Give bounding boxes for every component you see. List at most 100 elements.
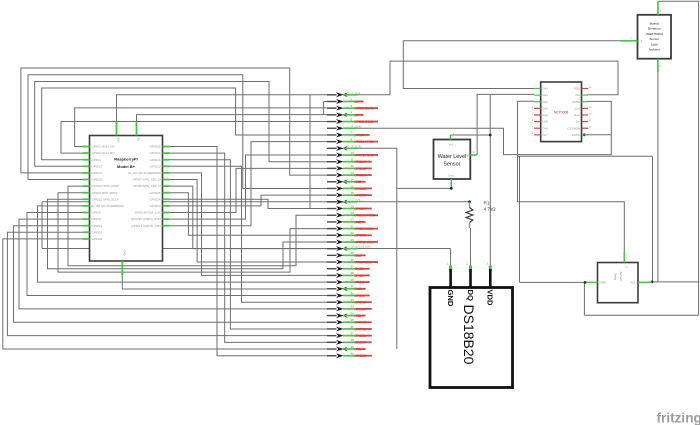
svg-text:GPIO27: GPIO27 bbox=[92, 171, 103, 175]
svg-text:23: 23 bbox=[351, 238, 355, 242]
svg-text:3: 3 bbox=[660, 11, 662, 13]
svg-text:1: 1 bbox=[631, 38, 633, 40]
svg-text:22: 22 bbox=[351, 231, 355, 235]
svg-text:GPIO11 SPI0_SCLK: GPIO11 SPI0_SCLK bbox=[92, 197, 119, 201]
svg-text:40: 40 bbox=[351, 352, 355, 356]
svg-text:32: 32 bbox=[351, 298, 355, 302]
svg-text:Vcc: Vcc bbox=[449, 143, 454, 147]
svg-text:Ambient: Ambient bbox=[649, 48, 660, 52]
svg-text:Din: Din bbox=[576, 120, 581, 124]
svg-text:GND: GND bbox=[354, 220, 362, 224]
svg-text:37: 37 bbox=[351, 331, 355, 335]
svg-text:GND: GND bbox=[446, 290, 455, 307]
svg-text:6: 6 bbox=[532, 120, 534, 122]
svg-text:VCC: VCC bbox=[630, 281, 636, 285]
svg-text:GPIO4: GPIO4 bbox=[92, 158, 102, 162]
svg-text:(TEMT6000): (TEMT6000) bbox=[646, 32, 663, 36]
svg-text:25: 25 bbox=[351, 251, 355, 255]
svg-text:13: 13 bbox=[351, 171, 355, 175]
svg-text:GPIO22: GPIO22 bbox=[92, 178, 103, 182]
svg-text:S: S bbox=[641, 39, 643, 43]
svg-text:GPIO24: GPIO24 bbox=[354, 207, 366, 211]
svg-text:GPIO4: GPIO4 bbox=[354, 133, 364, 137]
svg-text:2: 2 bbox=[351, 97, 353, 101]
svg-text:4: 4 bbox=[532, 107, 534, 109]
svg-text:5V: 5V bbox=[354, 113, 359, 117]
svg-text:GPIO5: GPIO5 bbox=[92, 211, 102, 215]
svg-text:GPIO6: GPIO6 bbox=[92, 217, 102, 221]
svg-text:39: 39 bbox=[351, 345, 355, 349]
svg-text:7: 7 bbox=[351, 131, 353, 135]
svg-text:GND: GND bbox=[354, 287, 362, 291]
svg-text:fritzing: fritzing bbox=[657, 411, 700, 425]
svg-text:GPIO14 TXD: GPIO14 TXD bbox=[354, 140, 374, 144]
svg-text:GPIO25: GPIO25 bbox=[354, 234, 366, 238]
svg-text:6: 6 bbox=[352, 124, 354, 128]
svg-text:3V3: 3V3 bbox=[117, 138, 121, 143]
svg-text:DS18B20: DS18B20 bbox=[461, 305, 477, 365]
svg-text:CH1: CH1 bbox=[542, 93, 548, 97]
svg-text:GPIO24: GPIO24 bbox=[150, 197, 161, 201]
svg-text:DQ: DQ bbox=[466, 290, 475, 301]
svg-text:3: 3 bbox=[351, 104, 353, 108]
svg-text:Board): Board) bbox=[650, 22, 659, 26]
svg-text:15: 15 bbox=[351, 184, 355, 188]
svg-text:12: 12 bbox=[351, 164, 355, 168]
svg-text:GPIO12: GPIO12 bbox=[354, 301, 366, 305]
svg-text:GND: GND bbox=[354, 180, 362, 184]
svg-text:GPIO20: GPIO20 bbox=[354, 341, 366, 345]
svg-text:GPIO23: GPIO23 bbox=[354, 194, 366, 198]
svg-text:CH6: CH6 bbox=[542, 126, 548, 130]
svg-text:VDD: VDD bbox=[574, 87, 580, 91]
svg-text:19: 19 bbox=[351, 211, 355, 215]
svg-text:3: 3 bbox=[487, 263, 489, 266]
svg-text:GPIO9 MISO: GPIO9 MISO bbox=[354, 227, 374, 231]
svg-text:Dout: Dout bbox=[574, 113, 580, 117]
svg-text:8: 8 bbox=[532, 133, 534, 135]
svg-text:GPIO2 SDA1 I2C: GPIO2 SDA1 I2C bbox=[92, 145, 116, 149]
svg-text:GPIO15 RXD: GPIO15 RXD bbox=[354, 153, 374, 157]
svg-text:26: 26 bbox=[351, 258, 355, 262]
svg-text:S: S bbox=[624, 267, 628, 269]
svg-text:GPIO14 UART0_TXD: GPIO14 UART0_TXD bbox=[131, 224, 161, 228]
svg-text:R1: R1 bbox=[484, 201, 490, 206]
svg-text:10: 10 bbox=[589, 127, 592, 129]
svg-text:GPIO11 SCLK: GPIO11 SCLK bbox=[354, 240, 376, 244]
svg-text:21: 21 bbox=[351, 224, 355, 228]
svg-text:GPIO7 SPI0_CE1_N: GPIO7 SPI0_CE1_N bbox=[133, 178, 161, 182]
svg-text:1: 1 bbox=[352, 91, 354, 95]
svg-text:9: 9 bbox=[352, 144, 354, 148]
svg-text:33: 33 bbox=[351, 305, 355, 309]
svg-text:Water Level: Water Level bbox=[438, 154, 467, 160]
svg-text:RaspberryPi: RaspberryPi bbox=[114, 157, 138, 162]
svg-text:Light: Light bbox=[651, 42, 658, 46]
svg-text:7: 7 bbox=[532, 127, 534, 129]
svg-text:GPIO16: GPIO16 bbox=[354, 327, 366, 331]
svg-text:GND: GND bbox=[354, 254, 362, 258]
svg-text:GPIO10 MOSI: GPIO10 MOSI bbox=[354, 214, 375, 218]
svg-text:GND: GND bbox=[600, 281, 606, 285]
svg-text:27: 27 bbox=[351, 265, 355, 269]
svg-text:CH2: CH2 bbox=[542, 100, 548, 104]
svg-text:Breakout: Breakout bbox=[648, 27, 661, 31]
svg-text:GPIO16: GPIO16 bbox=[150, 158, 161, 162]
svg-text:MCP3008: MCP3008 bbox=[554, 110, 568, 114]
svg-text:GPIO13: GPIO13 bbox=[354, 307, 366, 311]
svg-text:GND: GND bbox=[122, 250, 126, 256]
svg-text:Sensor: Sensor bbox=[443, 162, 460, 168]
svg-text:GPIO19: GPIO19 bbox=[92, 230, 103, 234]
svg-text:GPIO18 PCM_CLK: GPIO18 PCM_CLK bbox=[135, 211, 161, 215]
svg-text:GPIO3 SCL1 I2C: GPIO3 SCL1 I2C bbox=[92, 151, 116, 155]
svg-text:16: 16 bbox=[351, 191, 355, 195]
svg-text:5V: 5V bbox=[354, 100, 359, 104]
svg-text:3V3: 3V3 bbox=[355, 91, 361, 95]
svg-text:8: 8 bbox=[351, 137, 353, 141]
svg-text:24: 24 bbox=[352, 244, 355, 248]
svg-text:CLK: CLK bbox=[575, 106, 581, 110]
svg-text:VDD: VDD bbox=[486, 290, 495, 307]
svg-text:5V: 5V bbox=[137, 138, 141, 142]
svg-text:38: 38 bbox=[351, 338, 355, 342]
svg-text:4.7kΩ: 4.7kΩ bbox=[484, 207, 497, 212]
svg-text:11: 11 bbox=[589, 120, 592, 122]
svg-text:1: 1 bbox=[473, 151, 475, 154]
